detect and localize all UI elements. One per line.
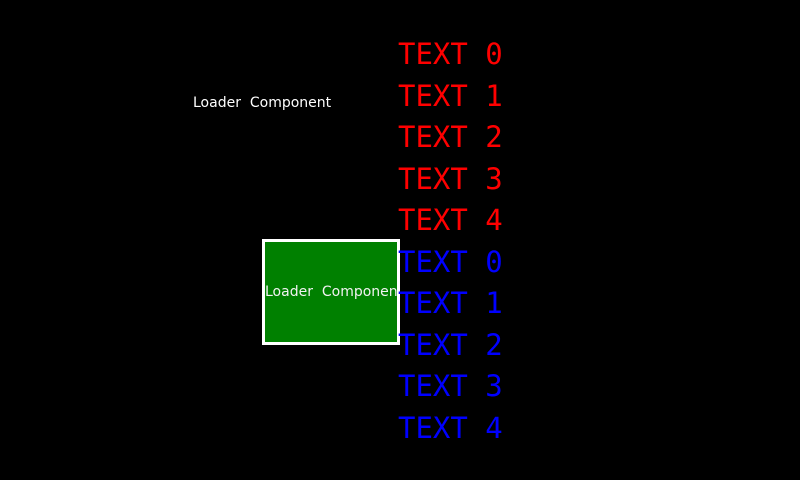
list-item[interactable]: TEXT 2 <box>398 327 503 362</box>
list-item[interactable]: TEXT 1 <box>398 78 503 113</box>
loader-component-label: Loader Component <box>193 95 332 111</box>
text-list: TEXT 0 TEXT 1 TEXT 2 TEXT 3 TEXT 4 TEXT … <box>398 34 503 449</box>
list-item[interactable]: TEXT 1 <box>398 286 503 320</box>
list-item[interactable]: TEXT 3 <box>398 369 503 403</box>
list-item[interactable]: TEXT 3 <box>398 161 503 196</box>
list-item[interactable]: TEXT 4 <box>398 410 503 445</box>
loader-component-panel-label: Loader Component <box>265 284 400 300</box>
loader-component-panel[interactable]: Loader Component <box>262 239 400 345</box>
list-item[interactable]: TEXT 0 <box>398 37 503 71</box>
list-item[interactable]: TEXT 2 <box>398 120 503 154</box>
list-item[interactable]: TEXT 4 <box>398 203 503 237</box>
list-item[interactable]: TEXT 0 <box>398 244 503 279</box>
